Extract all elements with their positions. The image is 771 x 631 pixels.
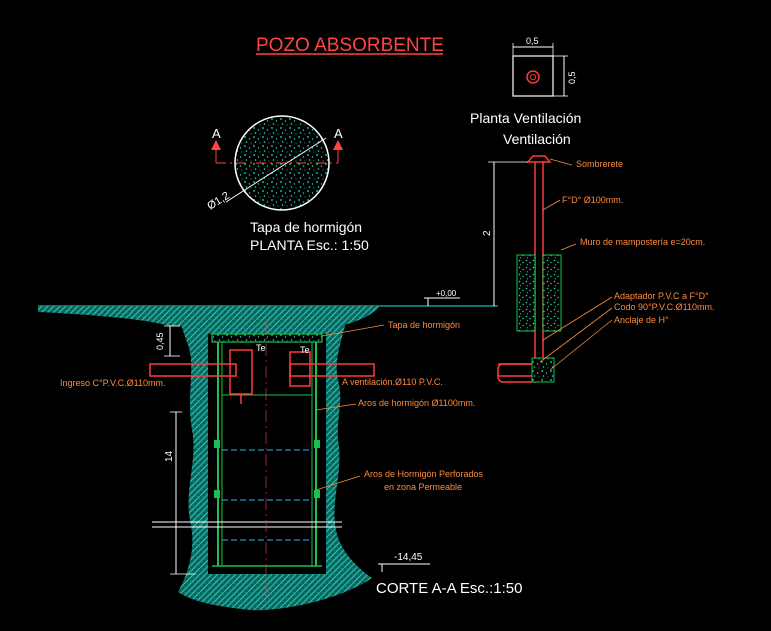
well-section: Te Te 0,45 14: [149, 322, 375, 600]
ground-level: +0,00: [436, 289, 457, 298]
vent-caption-2: Ventilación: [503, 131, 571, 147]
masonry-wall: [516, 254, 536, 332]
vent-plan: 0,5 0,5 Planta Ventilación Ventilación: [470, 36, 581, 147]
label-sombrerete: Sombrerete: [576, 159, 623, 169]
inlet-pipe: [149, 363, 237, 377]
concrete-anchor: [531, 357, 555, 383]
label-vent-outlet: A ventilación.Ø110 P.V.C.: [342, 377, 443, 387]
section-cover-slab: [211, 333, 323, 343]
dim-cover: 0,45: [155, 332, 165, 350]
vent-stack: 2: [482, 155, 562, 383]
vent-plan-square: [512, 55, 554, 97]
label-pipe: F°D° Ø100mm.: [562, 195, 623, 205]
vent-height: 2: [482, 230, 493, 236]
plan-cover: A A Ø1,2 Tapa de hormigón PLANTA Esc.: 1…: [205, 115, 369, 253]
annotations: Sombrerete F°D° Ø100mm. Muro de mamposte…: [60, 158, 715, 597]
label-wall: Muro de mampostería e=20cm.: [580, 237, 705, 247]
dim-depth: 14: [164, 450, 175, 462]
section-caption: CORTE A-A Esc.:1:50: [376, 580, 522, 597]
section-mark-left: A: [212, 126, 221, 141]
label-cover: Tapa de hormigón: [388, 320, 460, 330]
label-elbow: Codo 90°P.V.C.Ø110mm.: [614, 302, 715, 312]
tee-right: Te: [300, 345, 310, 355]
cover-caption-1: Tapa de hormigón: [250, 219, 362, 235]
label-rings: Aros de hormigón Ø1100mm.: [358, 398, 475, 408]
label-perforated-2: en zona Permeable: [384, 482, 462, 492]
label-adapter: Adaptador P.V.C a F°D°: [614, 291, 709, 301]
cover-diameter: Ø1,2: [205, 190, 232, 213]
cover-caption-2: PLANTA Esc.: 1:50: [250, 237, 369, 253]
tee-left: Te: [256, 343, 266, 353]
drawing-title: POZO ABSORBENTE: [256, 35, 444, 56]
label-inlet: Ingreso C°P.V.C.Ø110mm.: [60, 378, 165, 388]
vent-dim-top: 0,5: [526, 36, 539, 46]
label-anchor: Anclaje de H°: [614, 315, 669, 325]
label-perforated-1: Aros de Hormigón Perforados: [364, 469, 484, 479]
vent-caption-1: Planta Ventilación: [470, 110, 581, 126]
soil-section: +0,00 -14,45: [38, 289, 498, 611]
section-mark-right: A: [334, 126, 343, 141]
bottom-level: -14,45: [394, 552, 423, 563]
vent-dim-right: 0,5: [567, 71, 577, 84]
